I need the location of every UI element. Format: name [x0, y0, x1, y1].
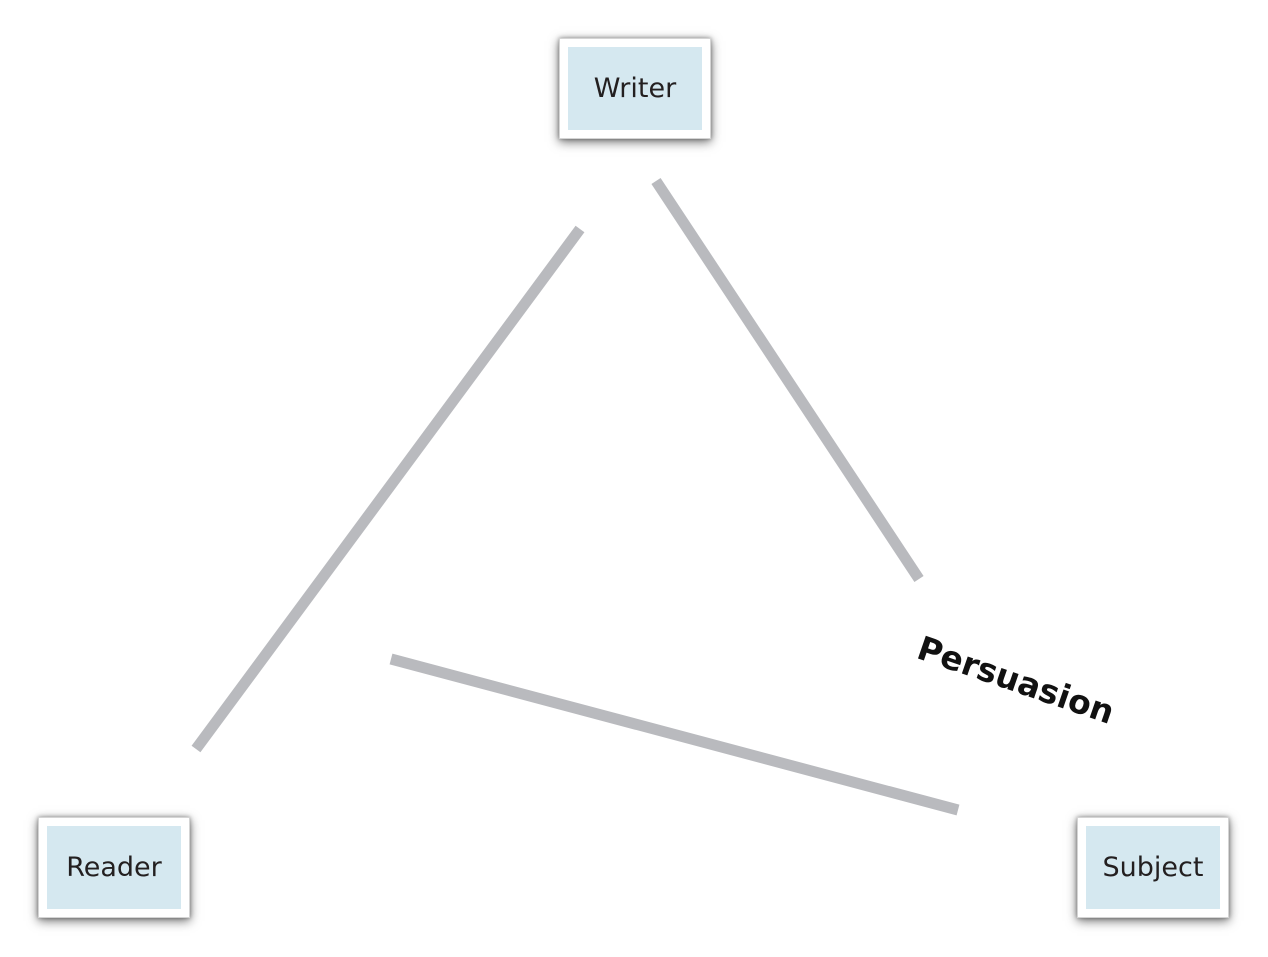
reader-label: Reader	[47, 826, 181, 909]
edge-reader-subject	[389, 653, 960, 816]
writer-label: Writer	[568, 47, 702, 130]
subject-label: Subject	[1086, 826, 1220, 909]
edge-writer-subject	[651, 177, 924, 583]
writer-node: Writer	[559, 38, 711, 139]
subject-node: Subject	[1077, 817, 1229, 918]
edge-writer-reader	[191, 225, 585, 753]
reader-node: Reader	[38, 817, 190, 918]
